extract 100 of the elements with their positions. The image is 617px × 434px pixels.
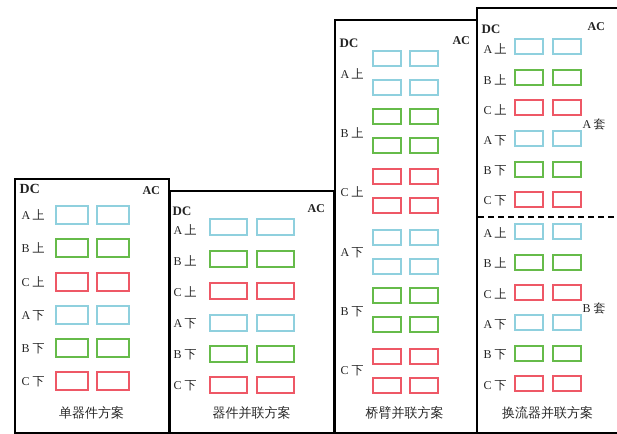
module-box — [514, 284, 544, 301]
module-box — [372, 79, 402, 96]
module-box — [96, 204, 130, 224]
row-label: A 上 — [484, 42, 507, 54]
module-box — [408, 348, 438, 365]
scheme-panel — [476, 7, 617, 434]
module-box — [514, 99, 544, 116]
module-box — [372, 287, 402, 304]
module-box — [552, 314, 582, 331]
module-box — [552, 345, 582, 362]
module-box — [552, 161, 582, 178]
row-label: C 上 — [484, 104, 507, 116]
module-box — [408, 287, 438, 304]
module-box — [372, 348, 402, 365]
module-box — [54, 370, 88, 390]
terminal-label: DC — [20, 182, 40, 196]
row-label: C 上 — [22, 276, 45, 288]
terminal-label: AC — [452, 34, 470, 46]
module-box — [408, 316, 438, 333]
module-box — [372, 50, 402, 67]
terminal-label: AC — [142, 184, 160, 196]
scheme-panel — [169, 190, 335, 434]
group-label: A 套 — [582, 118, 606, 130]
row-label: A 下 — [340, 246, 364, 258]
module-box — [552, 284, 582, 301]
module-box — [514, 254, 544, 271]
module-box — [54, 304, 88, 324]
module-box — [514, 161, 544, 178]
module-box — [408, 258, 438, 275]
module-box — [256, 282, 294, 300]
row-label: C 下 — [484, 194, 507, 206]
scheme-panel — [334, 19, 478, 434]
row-label: A 下 — [174, 316, 197, 328]
module-box — [256, 344, 294, 362]
scheme-panel — [14, 178, 170, 434]
panel-caption: 器件并联方案 — [212, 406, 290, 419]
module-box — [372, 258, 402, 275]
module-box — [54, 272, 88, 292]
module-box — [552, 223, 582, 240]
row-label: C 上 — [174, 286, 197, 298]
module-box — [96, 238, 130, 258]
module-box — [408, 137, 438, 154]
module-box — [514, 69, 544, 86]
terminal-label: DC — [340, 36, 358, 49]
module-box — [408, 108, 438, 125]
group-label: B 套 — [582, 302, 606, 314]
row-label: B 下 — [484, 348, 507, 360]
module-box — [514, 38, 544, 55]
row-label: B 上 — [174, 254, 197, 266]
module-box — [372, 377, 402, 394]
row-label: A 上 — [174, 224, 197, 236]
row-label: C 上 — [340, 186, 364, 198]
panel-caption: 换流器并联方案 — [502, 406, 593, 419]
row-label: B 上 — [22, 242, 45, 254]
row-label: A 上 — [22, 208, 45, 220]
module-box — [408, 377, 438, 394]
module-box — [54, 238, 88, 258]
row-label: B 上 — [340, 126, 364, 138]
module-box — [408, 197, 438, 214]
module-box — [372, 316, 402, 333]
module-box — [54, 338, 88, 358]
module-box — [514, 314, 544, 331]
row-label: B 下 — [484, 164, 507, 176]
module-box — [408, 50, 438, 67]
module-box — [208, 250, 248, 268]
panel-caption: 单器件方案 — [59, 406, 124, 419]
row-label: A 上 — [340, 68, 364, 80]
panel-caption: 桥臂并联方案 — [366, 406, 444, 419]
module-box — [208, 344, 248, 362]
module-box — [372, 168, 402, 185]
row-label: C 下 — [340, 364, 364, 376]
module-box — [372, 197, 402, 214]
module-box — [256, 218, 294, 236]
row-label: A 下 — [484, 134, 507, 146]
module-box — [208, 282, 248, 300]
module-box — [552, 254, 582, 271]
terminal-label: DC — [172, 204, 192, 217]
module-box — [552, 69, 582, 86]
module-box — [408, 79, 438, 96]
row-label: B 上 — [484, 74, 507, 86]
row-label: A 下 — [484, 318, 507, 330]
module-box — [514, 345, 544, 362]
row-label: C 下 — [22, 374, 45, 386]
row-label: C 下 — [484, 378, 507, 390]
module-box — [514, 191, 544, 208]
module-box — [372, 137, 402, 154]
terminal-label: DC — [482, 22, 500, 35]
module-box — [208, 314, 248, 332]
module-box — [96, 338, 130, 358]
row-label: A 下 — [22, 308, 45, 320]
module-box — [372, 108, 402, 125]
module-box — [408, 229, 438, 246]
row-label: B 下 — [340, 304, 364, 316]
row-label: B 下 — [22, 342, 45, 354]
module-box — [96, 370, 130, 390]
module-box — [208, 218, 248, 236]
row-label: C 上 — [484, 288, 507, 300]
module-box — [514, 375, 544, 392]
module-box — [372, 229, 402, 246]
row-label: A 上 — [484, 226, 507, 238]
